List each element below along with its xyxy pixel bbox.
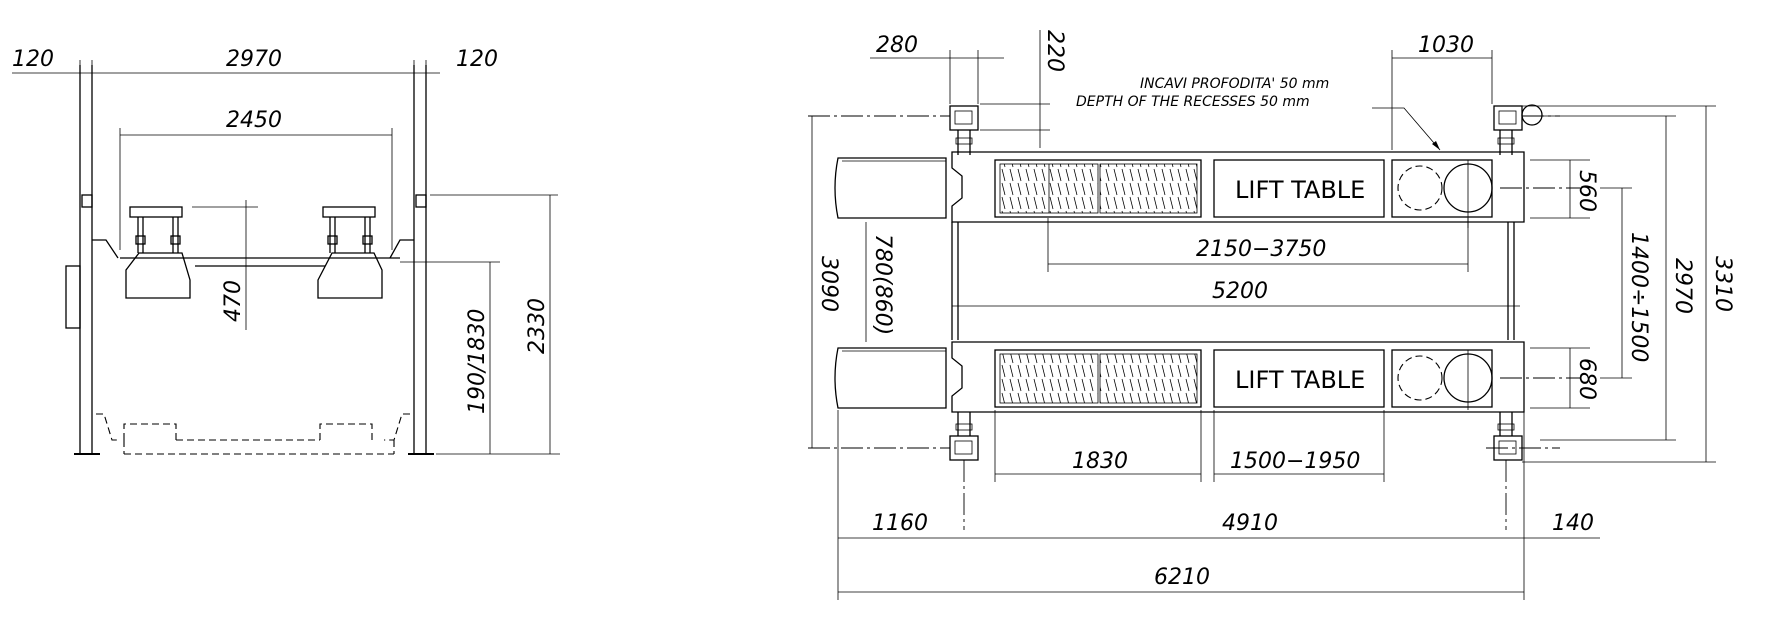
dim-overall-width: 2970 <box>226 47 282 72</box>
runway-top <box>951 151 1580 228</box>
dim-140: 140 <box>1552 511 1594 536</box>
front-lowered-position <box>96 413 410 455</box>
plan-view: LIFT TABLE LIFT TABLE INCAVI PROFODITA' … <box>808 30 1735 600</box>
plan-dimensions <box>811 30 1716 600</box>
lift-table-label-bottom: LIFT TABLE <box>1235 366 1365 394</box>
ramp-bottom <box>834 347 947 409</box>
dim-4910: 4910 <box>1222 511 1278 536</box>
note-recess-depth-it: INCAVI PROFODITA' 50 mm <box>1140 76 1329 92</box>
dim-3090: 3090 <box>816 256 841 312</box>
dim-1030: 1030 <box>1418 33 1474 58</box>
dim-6210: 6210 <box>1154 565 1210 590</box>
dim-3310: 3310 <box>1710 256 1735 312</box>
front-view: 120 2970 120 2450 470 190/1830 2330 <box>12 47 560 455</box>
dim-220: 220 <box>1042 30 1067 72</box>
ramp-top <box>834 157 947 219</box>
dim-5200: 5200 <box>1212 279 1268 304</box>
front-left-lift-table <box>125 206 191 299</box>
dim-560: 560 <box>1574 170 1599 212</box>
dim-280: 280 <box>876 33 918 58</box>
dim-680: 680 <box>1574 358 1599 400</box>
post-top-right <box>1493 104 1543 155</box>
note-recess-depth-en: DEPTH OF THE RECESSES 50 mm <box>1076 94 1310 110</box>
runway-bottom <box>951 341 1580 413</box>
lift-table-label-top: LIFT TABLE <box>1235 176 1365 204</box>
front-dimensions <box>12 60 560 455</box>
dim-left-gap: 120 <box>12 47 54 72</box>
dim-2970: 2970 <box>1670 258 1695 314</box>
post-top-left <box>949 105 979 155</box>
left-column <box>65 65 93 454</box>
dim-1160: 1160 <box>872 511 928 536</box>
dim-track-width: 2450 <box>226 108 282 133</box>
dim-1830: 1830 <box>1072 449 1128 474</box>
front-right-lift-table <box>317 206 383 299</box>
dim-lift-height: 190/1830 <box>465 309 490 414</box>
dim-total-height: 2330 <box>525 298 550 354</box>
post-bottom-left <box>949 412 979 461</box>
post-bottom-right <box>1493 412 1523 461</box>
dim-1500-1950: 1500−1950 <box>1230 449 1360 474</box>
dim-1400-1500: 1400÷1500 <box>1626 232 1651 362</box>
dim-right-gap: 120 <box>456 47 498 72</box>
dim-lowered-height: 470 <box>221 280 246 322</box>
right-column <box>413 65 427 454</box>
dim-2150-3750: 2150−3750 <box>1196 237 1326 262</box>
dim-780-860: 780(860) <box>870 234 895 335</box>
